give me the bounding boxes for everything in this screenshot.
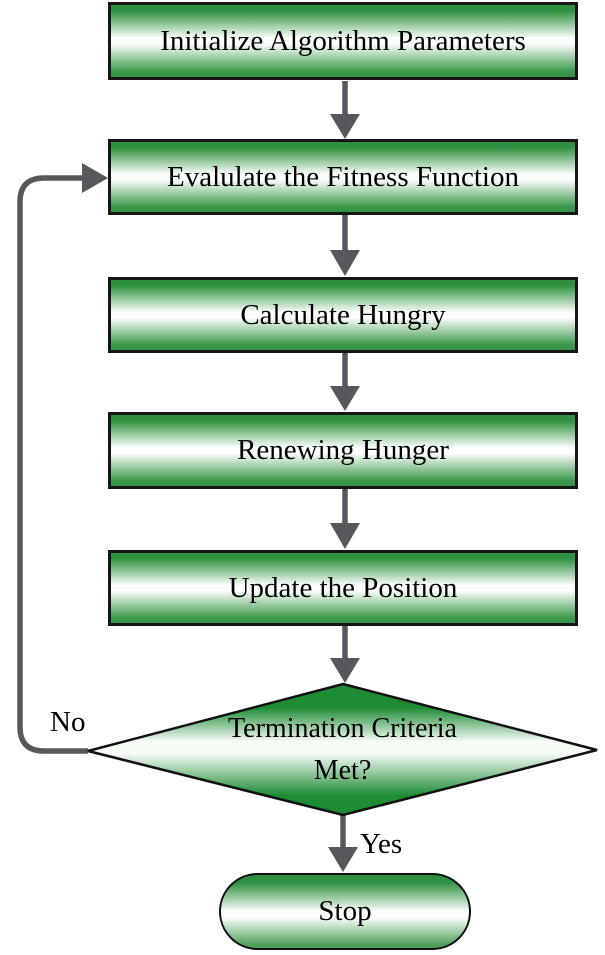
arrowhead-down-icon: [330, 386, 360, 411]
node-stop: Stop: [219, 873, 471, 950]
loop-connector-no: [17, 175, 88, 754]
decision-label-line1: Termination Criteria: [228, 712, 457, 744]
edge-label-no: No: [50, 706, 86, 738]
edge-label-yes: Yes: [360, 828, 403, 860]
decision-diamond-shape: [87, 682, 598, 817]
arrowhead-down-icon: [330, 250, 360, 276]
node-label: Initialize Algorithm Parameters: [160, 24, 526, 57]
node-calculate-hungry: Calculate Hungry: [108, 277, 578, 353]
arrowhead-down-icon: [328, 847, 358, 872]
node-initialize-parameters: Initialize Algorithm Parameters: [108, 2, 578, 80]
node-label: Stop: [318, 895, 372, 927]
decision-termination-criteria: Termination Criteria Met?: [85, 681, 600, 818]
node-evaluate-fitness: Evalulate the Fitness Function: [108, 139, 578, 215]
arrowhead-down-icon: [330, 114, 360, 139]
decision-label-line2: Met?: [313, 754, 372, 786]
node-label: Update the Position: [228, 571, 458, 604]
arrowhead-down-icon: [330, 523, 360, 549]
node-label: Renewing Hunger: [237, 434, 449, 466]
arrowhead-right-icon: [82, 163, 108, 193]
node-update-position: Update the Position: [108, 550, 578, 626]
node-label: Evalulate the Fitness Function: [167, 160, 519, 193]
node-renewing-hunger: Renewing Hunger: [108, 412, 578, 489]
arrowhead-down-icon: [330, 658, 360, 683]
decision-diamond: [87, 682, 598, 817]
node-label: Calculate Hungry: [240, 298, 446, 331]
